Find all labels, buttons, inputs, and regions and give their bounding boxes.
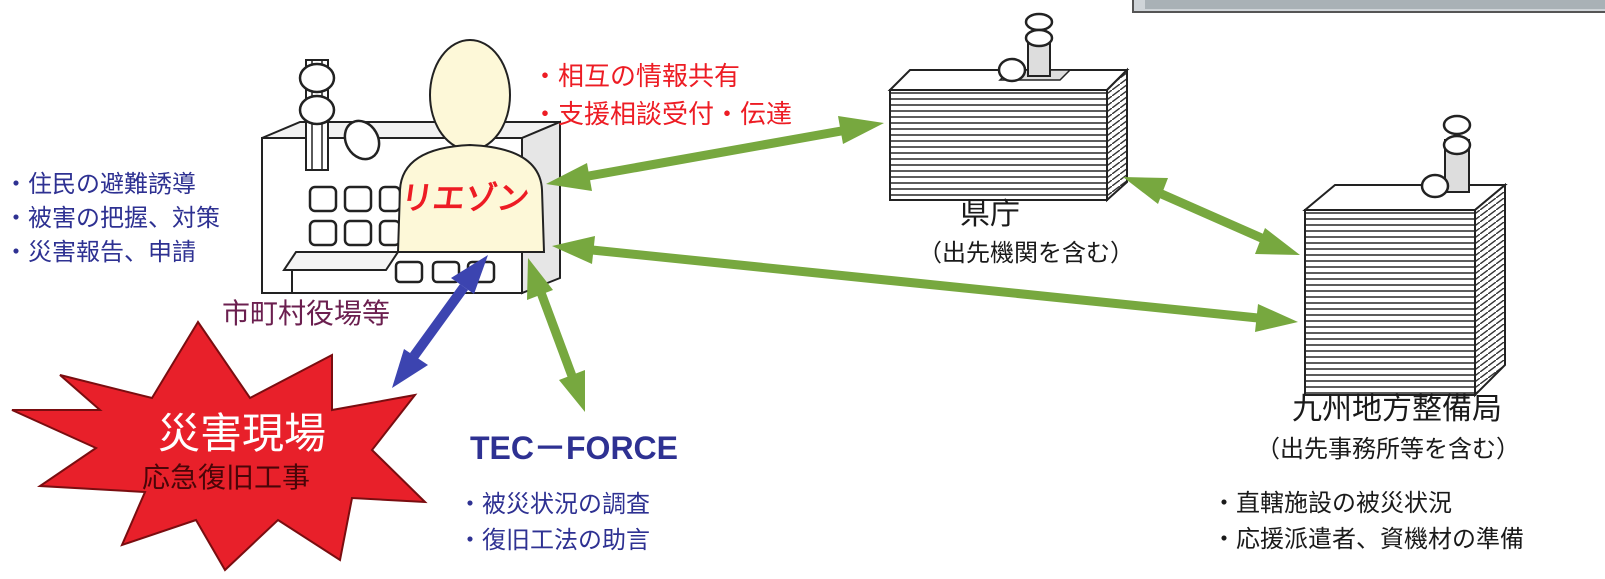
tec-force-task-1: ・復旧工法の助言 [458, 526, 650, 554]
prefecture-building [887, 12, 1130, 203]
info-item-1: ・支援相談受付・伝達 [532, 100, 793, 130]
kyushu-bureau-building [1302, 114, 1508, 398]
municipal-task-0: ・住民の避難誘導 [4, 170, 196, 198]
info-sharing-list: ・相互の情報共有 ・支援相談受付・伝達 [532, 58, 792, 134]
municipal-task-2: ・災害報告、申請 [4, 238, 196, 266]
kyushu-name: 九州地方整備局 [1292, 392, 1502, 427]
kyushu-task-list: ・直轄施設の被災状況 ・応援派遣者、資機材の準備 [1212, 485, 1524, 557]
disaster-site-sub: 応急復旧工事 [142, 461, 311, 494]
kyushu-sub: （出先事務所等を含む） [1256, 435, 1520, 463]
kyushu-task-0: ・直轄施設の被災状況 [1212, 489, 1452, 517]
prefecture-sub: （出先機関を含む） [918, 239, 1134, 267]
info-item-0: ・相互の情報共有 [532, 62, 741, 92]
municipal-office-label: 市町村役場等 [222, 297, 391, 330]
arrow-liaison-prefecture [546, 116, 884, 191]
municipal-task-1: ・被害の把握、対策 [4, 204, 220, 232]
municipal-task-list: ・住民の避難誘導 ・被害の把握、対策 ・災害報告、申請 [4, 167, 220, 269]
arrow-liaison-kyushu [552, 236, 1298, 332]
arrow-prefecture-kyushu [1123, 177, 1300, 255]
liaison-label: リエゾン [398, 179, 532, 217]
antenna-tower [298, 59, 381, 171]
prefecture-name: 県庁 [960, 197, 1020, 232]
tec-force-task-0: ・被災状況の調査 [458, 490, 650, 518]
arrow-liaison-disaster-site [392, 255, 488, 388]
arrow-liaison-tecforce [527, 258, 585, 412]
kyushu-task-1: ・応援派遣者、資機材の準備 [1212, 525, 1524, 553]
cropped-image-corner [1132, 0, 1605, 13]
disaster-site-title: 災害現場 [158, 409, 327, 458]
tec-force-title: TEC－FORCE [470, 430, 679, 466]
tec-force-task-list: ・被災状況の調査 ・復旧工法の助言 [458, 486, 650, 558]
disaster-site-burst [11, 320, 428, 572]
liaison-person [396, 39, 546, 253]
